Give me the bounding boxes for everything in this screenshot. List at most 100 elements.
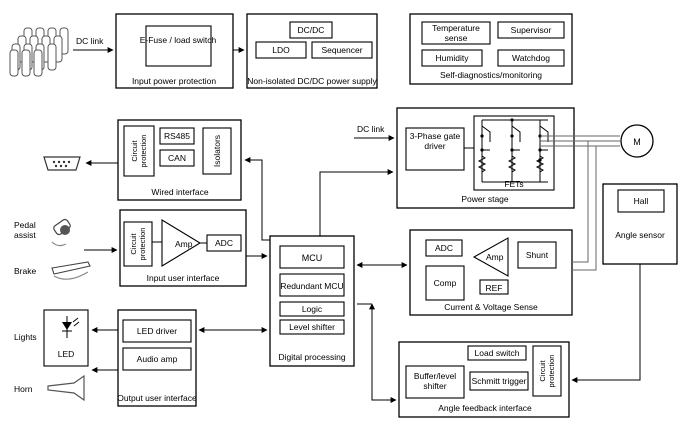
ldo-label: LDO [272, 45, 290, 55]
input-adc-block [206, 234, 242, 252]
dc-link-label: DC link [76, 36, 104, 46]
humidity-label: Humidity [435, 53, 469, 63]
audio-amp-label: Audio amp [137, 354, 178, 364]
angle-sensor-title: Angle sensor [615, 230, 665, 240]
rs485-block [159, 127, 195, 145]
sense-adc-label: ADC [435, 243, 453, 253]
motor-icon [620, 124, 654, 158]
input-user-interface-title: Input user interface [147, 273, 220, 283]
lights-label: Lights [14, 332, 37, 342]
mcu-label: MCU [302, 253, 323, 263]
output-user-interface-title: Output user interface [117, 393, 197, 403]
sequencer-label: Sequencer [321, 45, 362, 55]
wired-circuit-protection-label-1: Circuit [130, 139, 139, 161]
comp-label: Comp [434, 278, 457, 288]
logic-label: Logic [302, 304, 323, 314]
fet-bridge-schematic [477, 118, 549, 183]
comp-block [425, 265, 465, 301]
ldo-block [255, 41, 307, 59]
can-block [159, 149, 195, 167]
temperature-sense-block [421, 21, 491, 45]
horn-icon [47, 374, 85, 402]
serial-connector-icon [43, 156, 81, 171]
angle-feedback-interface-title: Angle feedback interface [438, 403, 532, 413]
temperature-sense-label-1: Temperature [432, 23, 480, 33]
sense-adc-block [425, 239, 463, 257]
efuse-block [145, 25, 212, 67]
power-stage-title: Power stage [461, 194, 509, 204]
watchdog-block [497, 49, 565, 67]
shunt-block [517, 241, 557, 269]
isolators-label: Isolators [212, 135, 222, 167]
self-diagnostics-title: Self-diagnostics/monitoring [440, 70, 542, 80]
mcu-block [279, 245, 345, 269]
input-circuit-protection-label-1: Circuit [129, 232, 138, 254]
feedback-circuit-protection-block [532, 345, 562, 397]
temperature-sense-label-2: sense [445, 33, 468, 43]
input-circuit-protection-block [123, 221, 153, 267]
buffer-level-shifter-block [405, 365, 465, 399]
rs485-label: RS485 [164, 131, 190, 141]
load-switch-label: Load switch [475, 348, 520, 358]
wired-interface-title: Wired interface [151, 187, 208, 197]
pedal-assist-icon [51, 218, 71, 247]
input-power-protection-title: Input power protection [132, 76, 216, 86]
humidity-block [421, 49, 483, 67]
shunt-label: Shunt [526, 250, 549, 260]
sense-amp-label: Amp [486, 252, 504, 262]
feedback-circuit-protection-label-2: protection [547, 355, 556, 388]
brake-label: Brake [14, 266, 36, 276]
gate-driver-block [405, 127, 465, 171]
dcdc-label: DC/DC [298, 25, 325, 35]
gate-driver-label-1: 3-Phase gate [410, 131, 461, 141]
redundant-mcu-label: Redundant MCU [280, 281, 343, 291]
fets-block [473, 115, 555, 191]
level-shifter-label: Level shifter [289, 322, 335, 332]
digital-processing-title: Digital processing [278, 352, 345, 362]
fets-label: FETs [504, 179, 523, 189]
led-lamp-box [43, 309, 89, 367]
supervisor-label: Supervisor [511, 25, 552, 35]
sequencer-block [311, 41, 373, 59]
battery-pack-icon [9, 27, 69, 77]
isolators-block [202, 127, 232, 175]
input-adc-label: ADC [215, 238, 233, 248]
buffer-level-shifter-label-2: shifter [423, 381, 446, 391]
pedal-assist-label-1: Pedal [14, 220, 36, 230]
gate-driver-label-2: driver [424, 141, 445, 151]
input-amp-symbol [161, 219, 202, 267]
power-stage-dc-link-label: DC link [357, 124, 385, 134]
schmitt-trigger-label: Schmitt trigger [472, 376, 527, 386]
sense-amp-symbol [472, 237, 509, 277]
led-icon [62, 316, 80, 338]
wired-circuit-protection-label-2: protection [139, 135, 148, 168]
led-driver-block [122, 319, 192, 343]
watchdog-label: Watchdog [512, 53, 550, 63]
ref-label: REF [486, 283, 503, 293]
hall-label: Hall [634, 196, 649, 206]
efuse-label: E-Fuse / load switch [140, 35, 217, 45]
pedal-assist-label-2: assist [14, 230, 36, 240]
hall-block [617, 189, 665, 213]
input-amp-label: Amp [175, 239, 193, 249]
level-shifter-block [279, 319, 345, 335]
redundant-mcu-block [279, 273, 345, 297]
audio-amp-block [122, 347, 192, 371]
schmitt-trigger-block [469, 371, 529, 391]
dcdc-block [289, 21, 333, 39]
motor-label: M [633, 137, 641, 147]
brake-lever-icon [51, 261, 91, 280]
supervisor-block [497, 21, 565, 39]
dcdc-supply-title: Non-isolated DC/DC power supply [247, 76, 377, 86]
led-label: LED [58, 349, 75, 359]
wired-circuit-protection-block [123, 125, 155, 177]
current-voltage-sense-title: Current & Voltage Sense [444, 302, 538, 312]
load-switch-block [467, 345, 527, 361]
ref-block [479, 279, 509, 295]
horn-label: Horn [14, 384, 33, 394]
led-driver-label: LED driver [137, 326, 177, 336]
logic-block [279, 301, 345, 317]
can-label: CAN [168, 153, 186, 163]
buffer-level-shifter-label-1: Buffer/level [414, 371, 456, 381]
